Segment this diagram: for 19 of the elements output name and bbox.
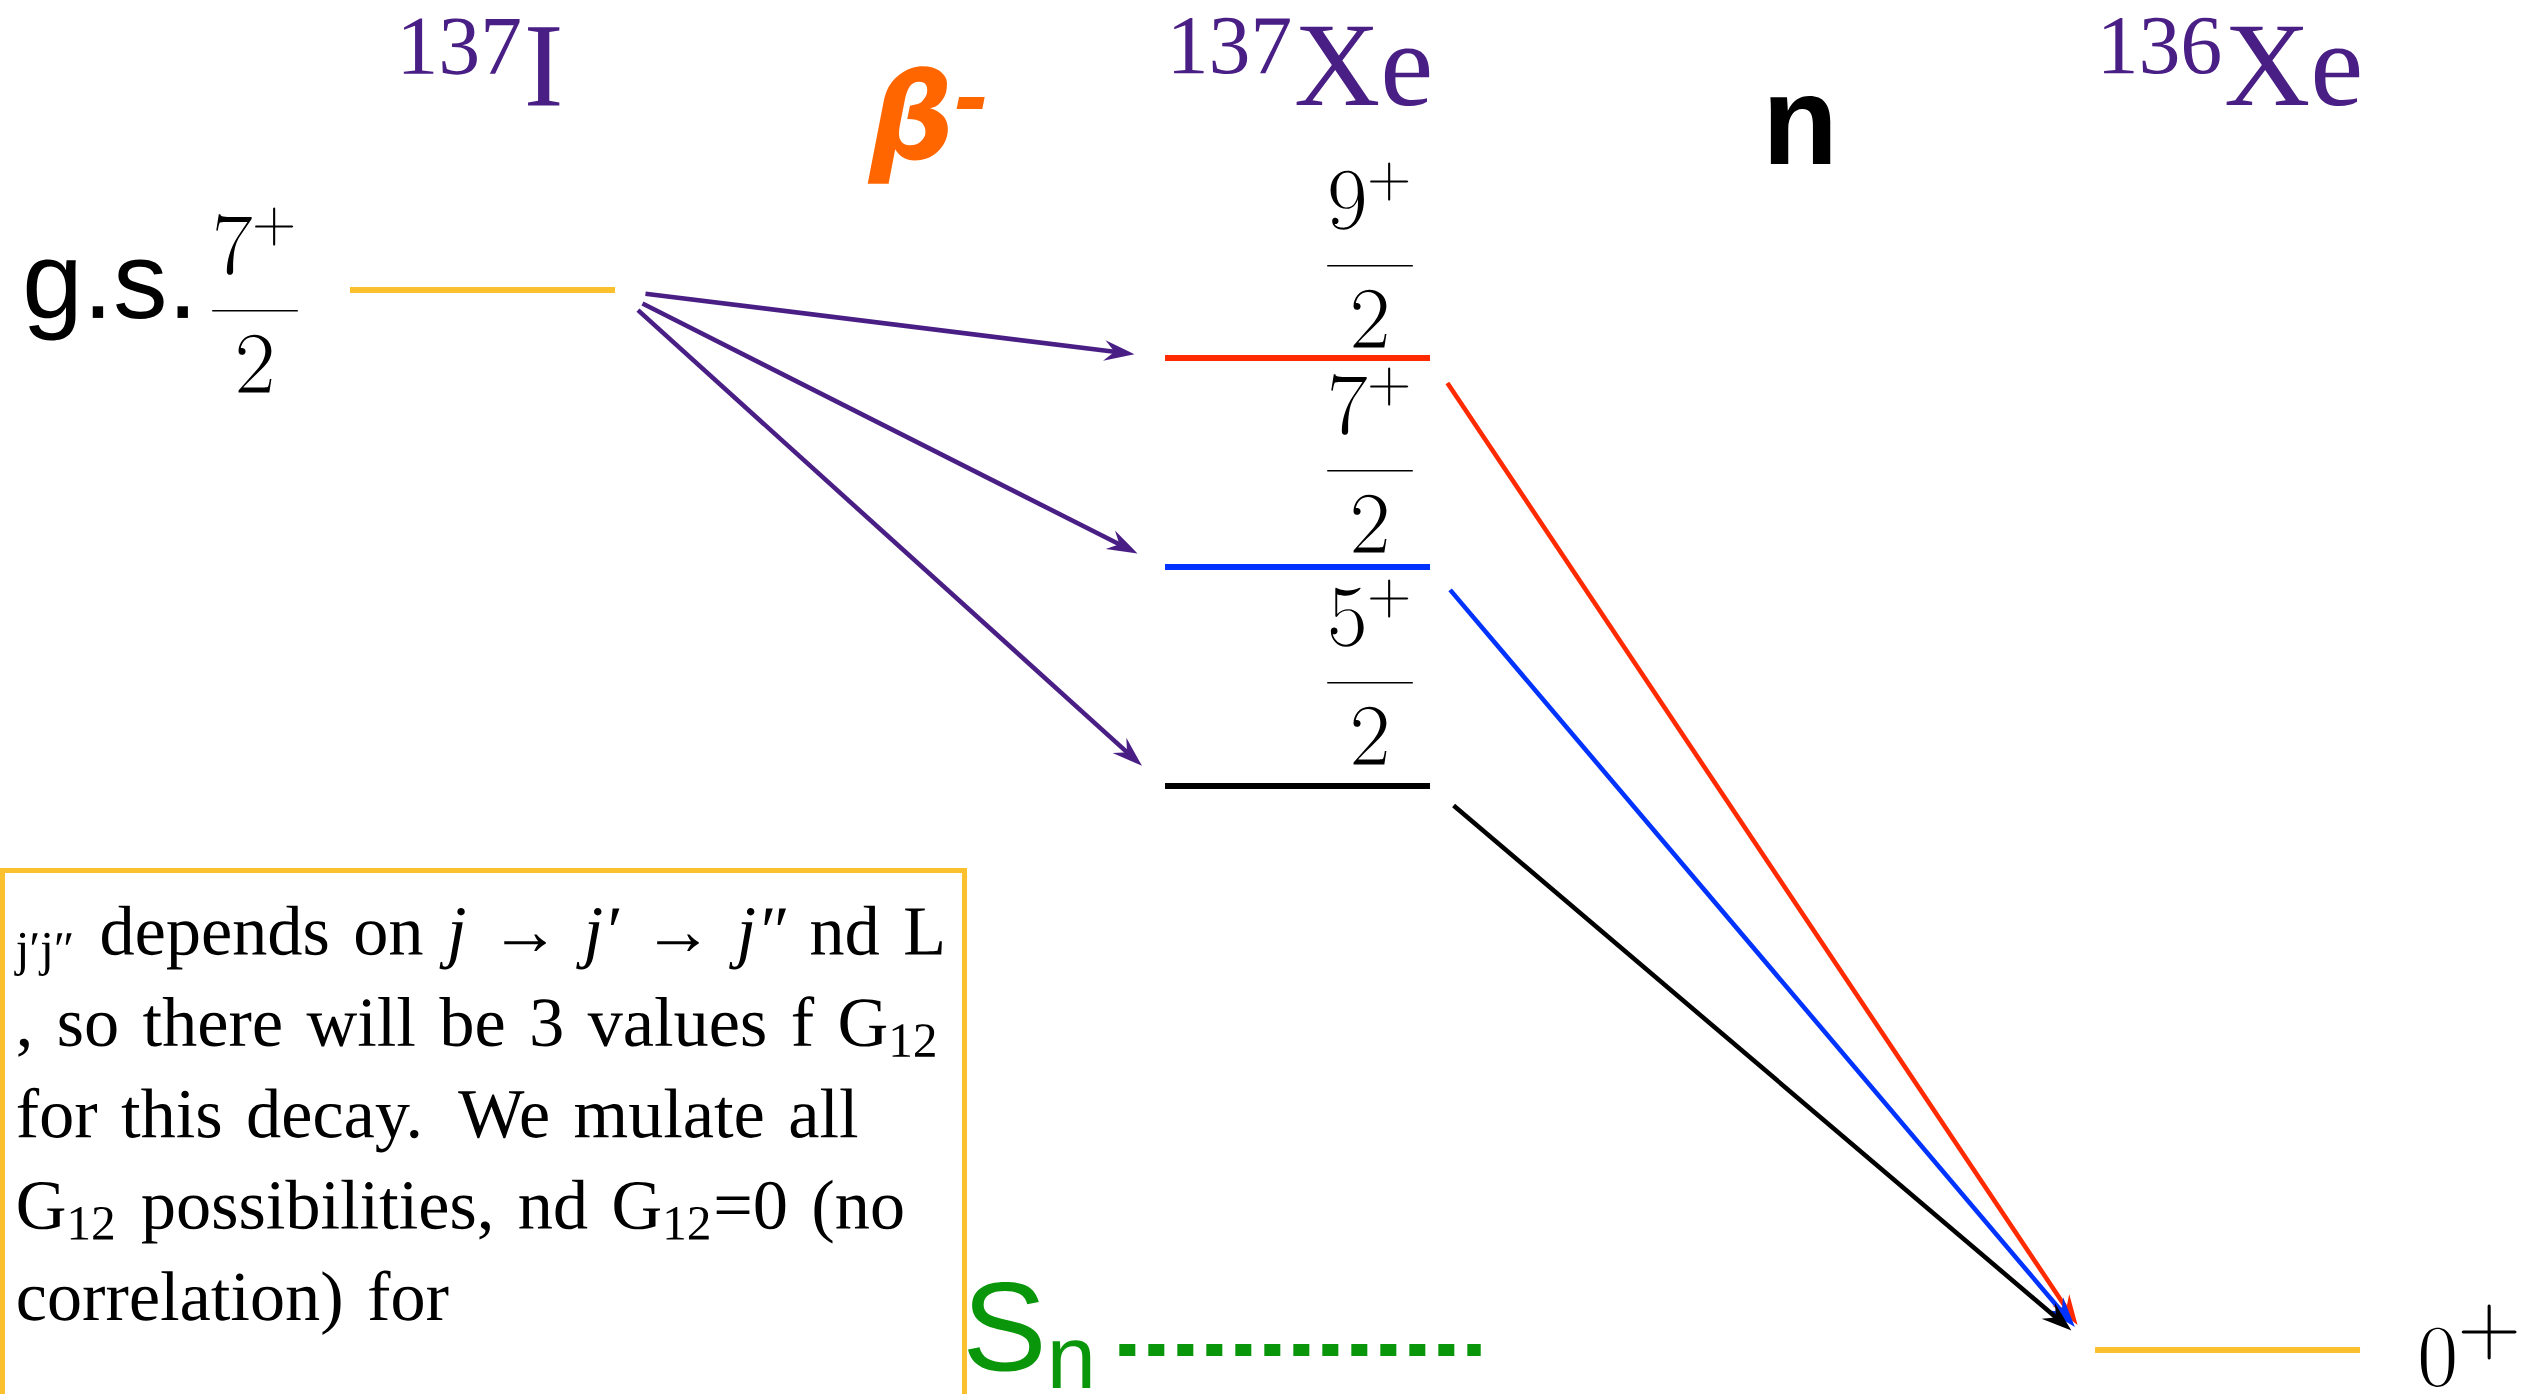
spin-label: $\frac{5^{+}}{2}$ <box>1327 579 1413 765</box>
decay-label: n <box>1770 95 1831 165</box>
level-label: g.s. <box>26 259 188 341</box>
energy-level <box>1119 1344 1481 1356</box>
energy-level <box>1165 564 1430 570</box>
energy-level <box>350 287 615 293</box>
isotope-label: $^{136}$Xe <box>2104 17 2360 107</box>
spin-label: $\frac{7^{+}}{2}$ <box>1327 367 1413 553</box>
spin-label: $\frac{9^{+}}{2}$ <box>1327 162 1413 348</box>
isotope-label: $^{137}$I <box>403 18 560 106</box>
energy-level <box>2095 1347 2361 1353</box>
energy-level <box>1165 783 1430 789</box>
level-label: S$_{n}$ <box>968 1282 1091 1388</box>
spin-label: $0^{+}$ <box>2420 1304 2517 1387</box>
spin-label: $\frac{7^{+}}{2}$ <box>212 207 298 393</box>
decay-label: β$^{-}$ <box>867 66 985 184</box>
isotope-label: $^{137}$Xe <box>1174 17 1430 107</box>
text-box: $_{j′j″}$ depends on j → j′ → j″ nd L , so there will be 3 values f G$_{12}$ for this decay. We mulate all G$_{12}$ possibilities, nd G$_{12}$=0 (no correlation) for <box>0 868 967 1394</box>
energy-level <box>1165 355 1430 361</box>
